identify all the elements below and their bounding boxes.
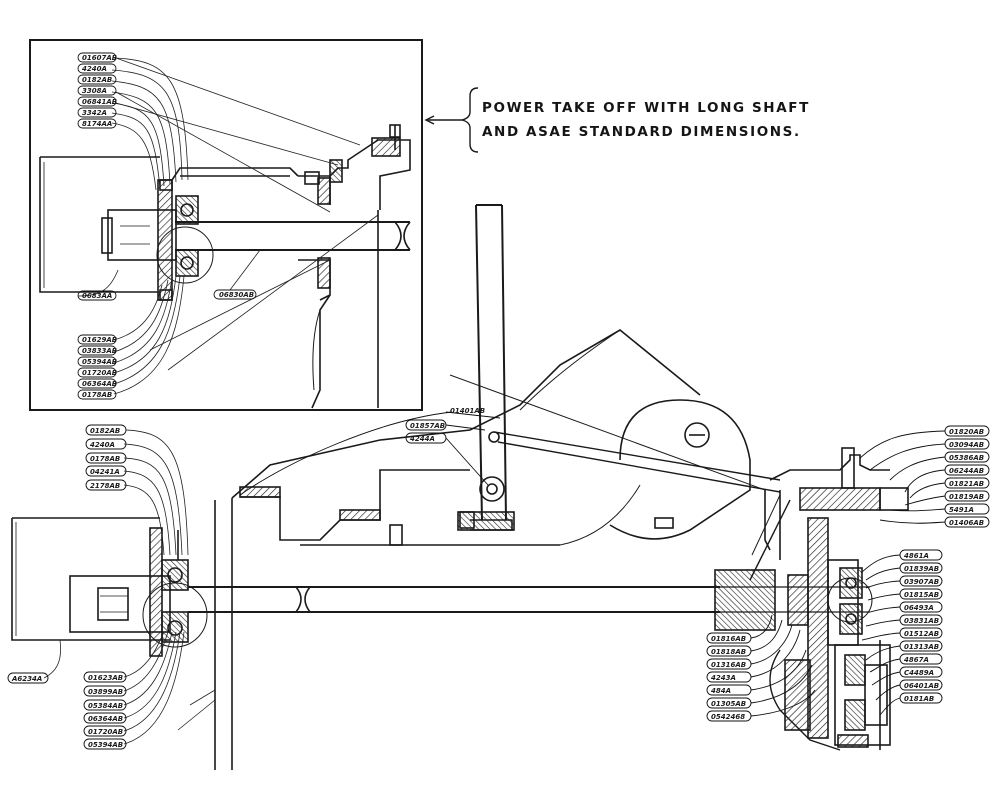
inset-leaders (77, 57, 379, 395)
inset-left-part: 0683AA (82, 292, 112, 300)
right-mid-part: C4489A (904, 669, 934, 677)
right-bottom-part: 01816AB (711, 635, 746, 643)
right-top-part: 05386AB (949, 454, 984, 462)
right-mid-part: 0181AB (904, 695, 934, 703)
right-bottom-part-labels: 01816AB 01818AB 01316AB 4243A 484A 01305… (706, 614, 816, 722)
right-mid-part: 06401AB (904, 682, 939, 690)
inset-bottom-part: 01629AB (82, 336, 117, 344)
main-left-top-part: 04241A (90, 468, 120, 476)
caption-line-2: AND ASAE STANDARD DIMENSIONS. (482, 124, 801, 140)
inset-top-part: 06841AB (82, 98, 117, 106)
inset-shaft-part: 06830AB (219, 291, 254, 299)
right-top-part: 5491A (949, 506, 974, 514)
right-top-part: 03094AB (949, 441, 984, 449)
main-left-bottom-part: 06364AB (88, 715, 123, 723)
right-bottom-part: 01316AB (711, 661, 746, 669)
inset-top-part: 3342A (82, 109, 107, 117)
right-mid-part-labels: 4861A 01839AB 03907AB 01815AB 06493A 038… (861, 549, 943, 716)
right-bottom-part: 484A (711, 687, 731, 695)
lever-part-labels: 01401AB 01857AB 4244A (239, 407, 501, 496)
inset-bottom-part: 01720AB (82, 369, 117, 377)
right-top-part: 01406AB (949, 519, 984, 527)
right-top-part-labels: 01820AB 03094AB 05386AB 06244AB 01821AB … (859, 425, 990, 528)
right-bottom-part: 4243A (711, 674, 736, 682)
inset-top-part: 8174AA (82, 120, 112, 128)
right-bottom-part: 01305AB (711, 700, 746, 708)
inset-part-labels: 01607AB 4240A 0182AB 3308A 06841AB 3342A… (77, 52, 257, 400)
lever-part: 4244A (410, 435, 435, 443)
right-mid-part: 4861A (904, 552, 929, 560)
right-top-part: 01820AB (949, 428, 984, 436)
inset-bottom-part: 05394AB (82, 358, 117, 366)
right-mid-part: 03907AB (904, 578, 939, 586)
main-assembly (11, 204, 909, 770)
main-left-part-labels: 0182AB 4240A 0178AB 04241A 2178AB 01623A… (7, 424, 127, 750)
lever-part: 01401AB (450, 407, 485, 415)
right-bottom-part: 01818AB (711, 648, 746, 656)
main-left-leaders (43, 429, 216, 745)
diagram-caption: POWER TAKE OFF WITH LONG SHAFT AND ASAE … (482, 96, 842, 144)
right-bottom-part: 0542468 (711, 713, 745, 721)
main-left-top-part: 0182AB (90, 427, 120, 435)
main-left-top-part: 0178AB (90, 455, 120, 463)
main-left-top-part: 4240A (90, 441, 115, 449)
inset-bottom-part: 06364AB (82, 380, 117, 388)
main-left-bottom-part: 05394AB (88, 741, 123, 749)
right-mid-part: 03831AB (904, 617, 939, 625)
main-left-bottom-part: 05384AB (88, 702, 123, 710)
inset-top-labels (77, 52, 117, 129)
inset-top-part: 3308A (82, 87, 107, 95)
right-top-part: 01821AB (949, 480, 984, 488)
right-top-part: 01819AB (949, 493, 984, 501)
inset-detail (29, 39, 423, 411)
right-mid-part: 01512AB (904, 630, 939, 638)
caption-line-1: POWER TAKE OFF WITH LONG SHAFT (482, 100, 810, 116)
right-mid-part: 01815AB (904, 591, 939, 599)
inset-top-part: 0182AB (82, 76, 112, 84)
inset-top-part: 4240A (82, 65, 107, 73)
main-far-left-part: A6234A (11, 675, 42, 683)
note-bracket (424, 87, 479, 153)
main-left-bottom-part: 01623AB (88, 674, 123, 682)
inset-bottom-labels (77, 289, 257, 400)
inset-bottom-part: 03833AB (82, 347, 117, 355)
main-left-bottom-part: 03899AB (88, 688, 123, 696)
main-left-bottom-part: 01720AB (88, 728, 123, 736)
main-left-top-part: 2178AB (90, 482, 120, 490)
inset-top-part: 01607AB (82, 54, 117, 62)
right-mid-part: 01313AB (904, 643, 939, 651)
main-left-ovals (7, 424, 127, 750)
right-top-part: 06244AB (949, 467, 984, 475)
right-mid-part: 4867A (904, 656, 929, 664)
right-mid-part: 01839AB (904, 565, 939, 573)
right-mid-part: 06493A (904, 604, 934, 612)
inset-bottom-part: 0178AB (82, 391, 112, 399)
lever-part: 01857AB (410, 422, 445, 430)
